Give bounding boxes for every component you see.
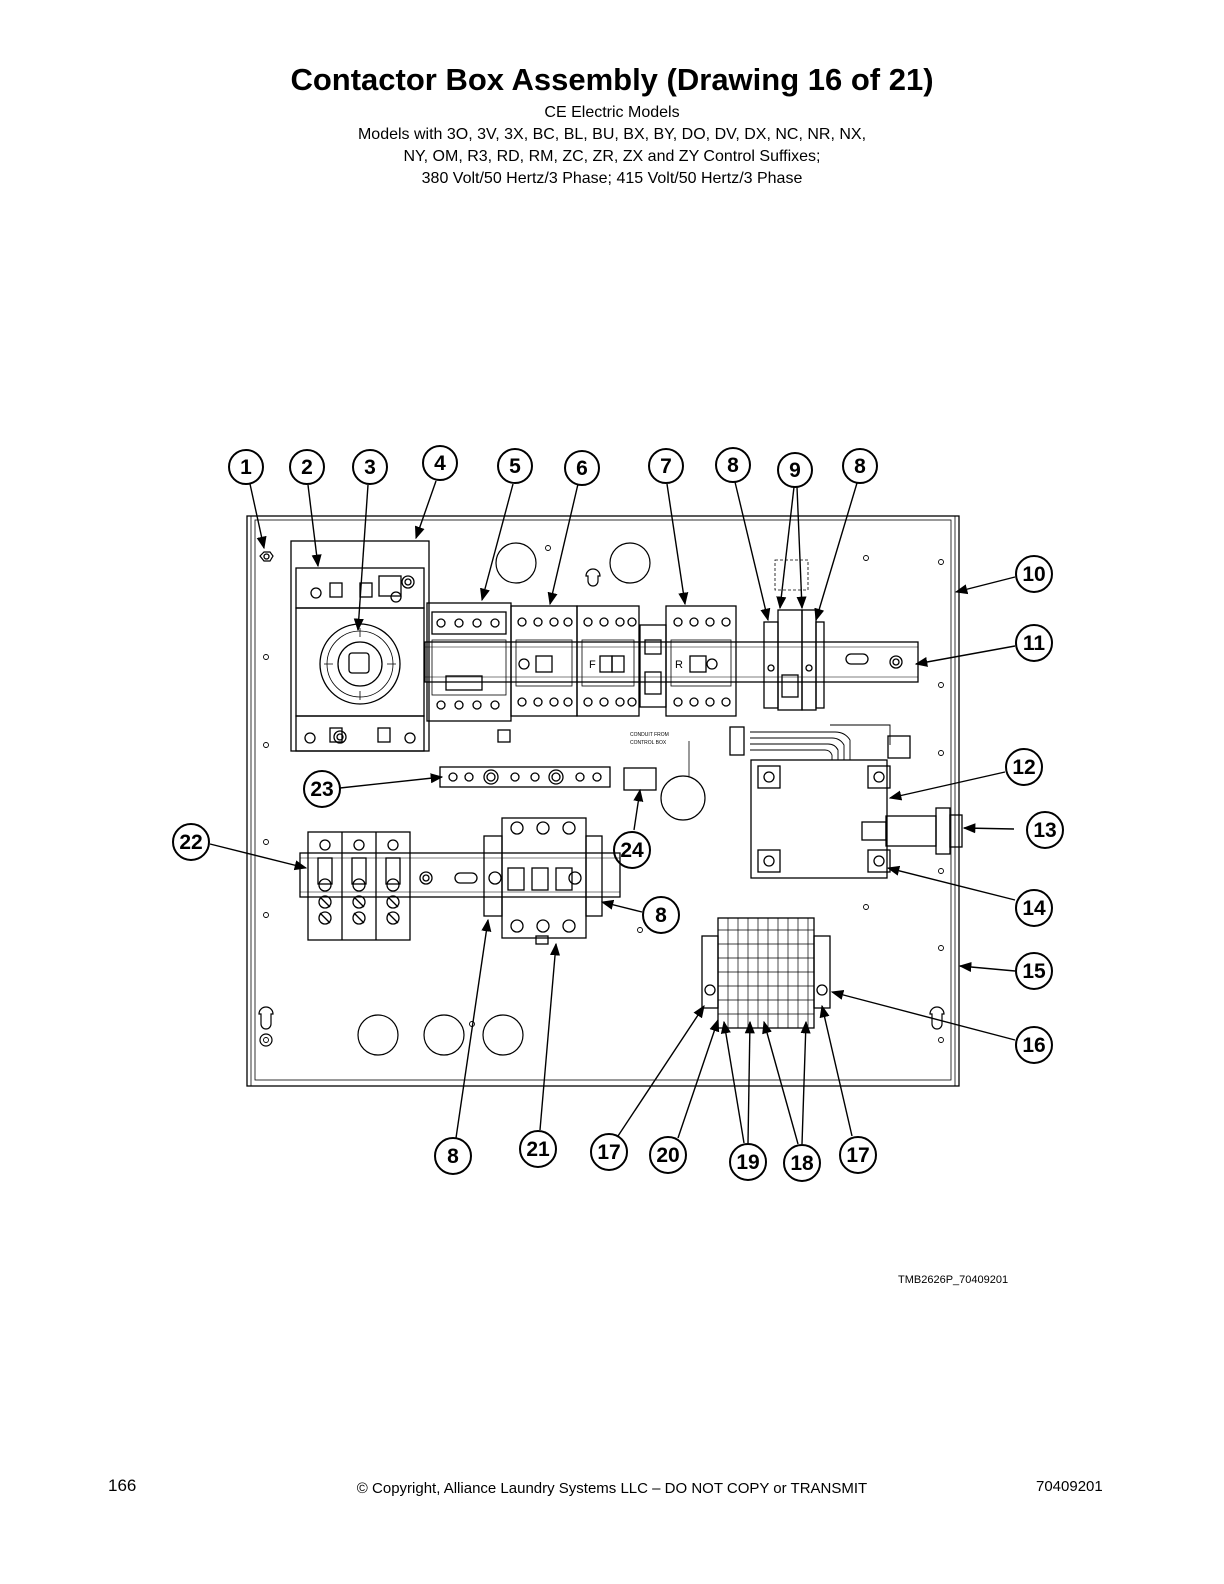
callout-8-upper-right: 8 bbox=[842, 448, 878, 484]
callout-8-number: 8 bbox=[727, 454, 739, 477]
page-title: Contactor Box Assembly (Drawing 16 of 21… bbox=[290, 62, 934, 97]
subtitle-suffixes-line-1: Models with 3O, 3V, 3X, BC, BL, BU, BX, … bbox=[357, 126, 867, 143]
callout-6-number: 6 bbox=[576, 457, 588, 480]
knockouts bbox=[258, 542, 945, 1056]
callout-21-number: 21 bbox=[526, 1138, 550, 1161]
callout-8-number: 8 bbox=[655, 904, 667, 927]
callout-7-number: 7 bbox=[660, 455, 672, 478]
callout-4-number: 4 bbox=[434, 452, 446, 475]
callout-17-right: 17 bbox=[839, 1136, 877, 1174]
callout-22-number: 22 bbox=[179, 831, 202, 854]
callout-15: 15 bbox=[1015, 952, 1053, 990]
callout-4: 4 bbox=[422, 445, 458, 481]
enclosure-panel bbox=[246, 515, 960, 1087]
contactor-main bbox=[510, 605, 578, 717]
callout-17-number: 17 bbox=[597, 1141, 620, 1164]
circuit-breaker bbox=[483, 817, 603, 945]
control-terminal-strip bbox=[701, 917, 831, 1029]
callout-13: 13 bbox=[1026, 811, 1064, 849]
callout-17-number: 17 bbox=[846, 1144, 869, 1167]
callout-21: 21 bbox=[519, 1130, 557, 1168]
callout-9-number: 9 bbox=[789, 459, 801, 482]
callout-10-number: 10 bbox=[1022, 563, 1045, 586]
callout-11: 11 bbox=[1015, 624, 1053, 662]
contactor-forward: F bbox=[576, 605, 640, 717]
conduit-label-line-1: CONDUIT FROM bbox=[630, 732, 669, 738]
callout-14: 14 bbox=[1015, 889, 1053, 927]
transformer-fuse-holder bbox=[861, 807, 963, 855]
callout-1-number: 1 bbox=[240, 456, 252, 479]
subtitle-voltage: 380 Volt/50 Hertz/3 Phase; 415 Volt/50 H… bbox=[421, 170, 803, 187]
callout-6: 6 bbox=[564, 450, 600, 486]
callout-9: 9 bbox=[777, 452, 813, 488]
callout-8-number: 8 bbox=[854, 455, 866, 478]
callout-10: 10 bbox=[1015, 555, 1053, 593]
ground-bus-bar bbox=[439, 766, 611, 788]
callout-19-number: 19 bbox=[736, 1151, 759, 1174]
callout-20-number: 20 bbox=[656, 1144, 679, 1167]
document-number: 70409201 bbox=[1036, 1478, 1103, 1495]
callout-15-number: 15 bbox=[1022, 960, 1046, 983]
disconnect-switch bbox=[290, 540, 430, 752]
contactor-auxiliary bbox=[426, 602, 512, 743]
subtitle-models-type: CE Electric Models bbox=[544, 104, 680, 121]
conduit-label-line-2: CONTROL BOX bbox=[630, 740, 667, 746]
mounting-holes bbox=[263, 545, 944, 1043]
callout-24-number: 24 bbox=[620, 839, 644, 862]
mechanical-interlock bbox=[639, 624, 667, 708]
callout-3: 3 bbox=[352, 449, 388, 485]
callout-8-upper-left: 8 bbox=[715, 447, 751, 483]
callout-18: 18 bbox=[783, 1144, 821, 1182]
callout-12-number: 12 bbox=[1012, 756, 1035, 779]
callout-19: 19 bbox=[729, 1143, 767, 1181]
callout-8-number: 8 bbox=[447, 1145, 459, 1168]
contactor-f-label: F bbox=[589, 659, 596, 671]
callout-23: 23 bbox=[303, 770, 341, 808]
callout-20: 20 bbox=[649, 1136, 687, 1174]
callout-2-number: 2 bbox=[301, 456, 313, 479]
transformer bbox=[729, 724, 911, 879]
callout-5-number: 5 bbox=[509, 455, 521, 478]
callout-16: 16 bbox=[1015, 1026, 1053, 1064]
callout-2: 2 bbox=[289, 449, 325, 485]
ground-nut bbox=[259, 551, 274, 562]
drawing-id: TMB2626P_70409201 bbox=[898, 1274, 1009, 1286]
fuse-holders bbox=[763, 559, 825, 711]
callout-7: 7 bbox=[648, 448, 684, 484]
callout-5: 5 bbox=[497, 448, 533, 484]
callout-3-number: 3 bbox=[364, 456, 376, 479]
din-rail-upper bbox=[424, 641, 919, 683]
callout-13-number: 13 bbox=[1033, 819, 1056, 842]
callout-16-number: 16 bbox=[1022, 1034, 1045, 1057]
copyright-notice: © Copyright, Alliance Laundry Systems LL… bbox=[356, 1480, 868, 1497]
power-terminal-block bbox=[307, 831, 411, 941]
subtitle-suffixes-line-2: NY, OM, R3, RD, RM, ZC, ZR, ZX and ZY Co… bbox=[403, 148, 821, 165]
callout-22: 22 bbox=[172, 823, 210, 861]
leader-lines bbox=[209, 480, 1016, 1145]
callout-8-lower: 8 bbox=[434, 1137, 472, 1175]
callout-12: 12 bbox=[1005, 748, 1043, 786]
callout-14-number: 14 bbox=[1022, 897, 1046, 920]
din-rail-lower bbox=[299, 852, 621, 898]
conduit-label-box: CONDUIT FROM CONTROL BOX bbox=[623, 732, 690, 791]
callout-23-number: 23 bbox=[310, 778, 333, 801]
callout-24: 24 bbox=[613, 831, 651, 869]
callout-8-middle: 8 bbox=[642, 896, 680, 934]
contactor-r-label: R bbox=[675, 659, 683, 671]
contactor-reverse: R bbox=[665, 605, 737, 717]
callout-11-number: 11 bbox=[1023, 632, 1046, 655]
page-number: 166 bbox=[108, 1476, 137, 1495]
callout-1: 1 bbox=[228, 449, 264, 485]
callout-17-left: 17 bbox=[590, 1133, 628, 1171]
callout-18-number: 18 bbox=[790, 1152, 814, 1175]
